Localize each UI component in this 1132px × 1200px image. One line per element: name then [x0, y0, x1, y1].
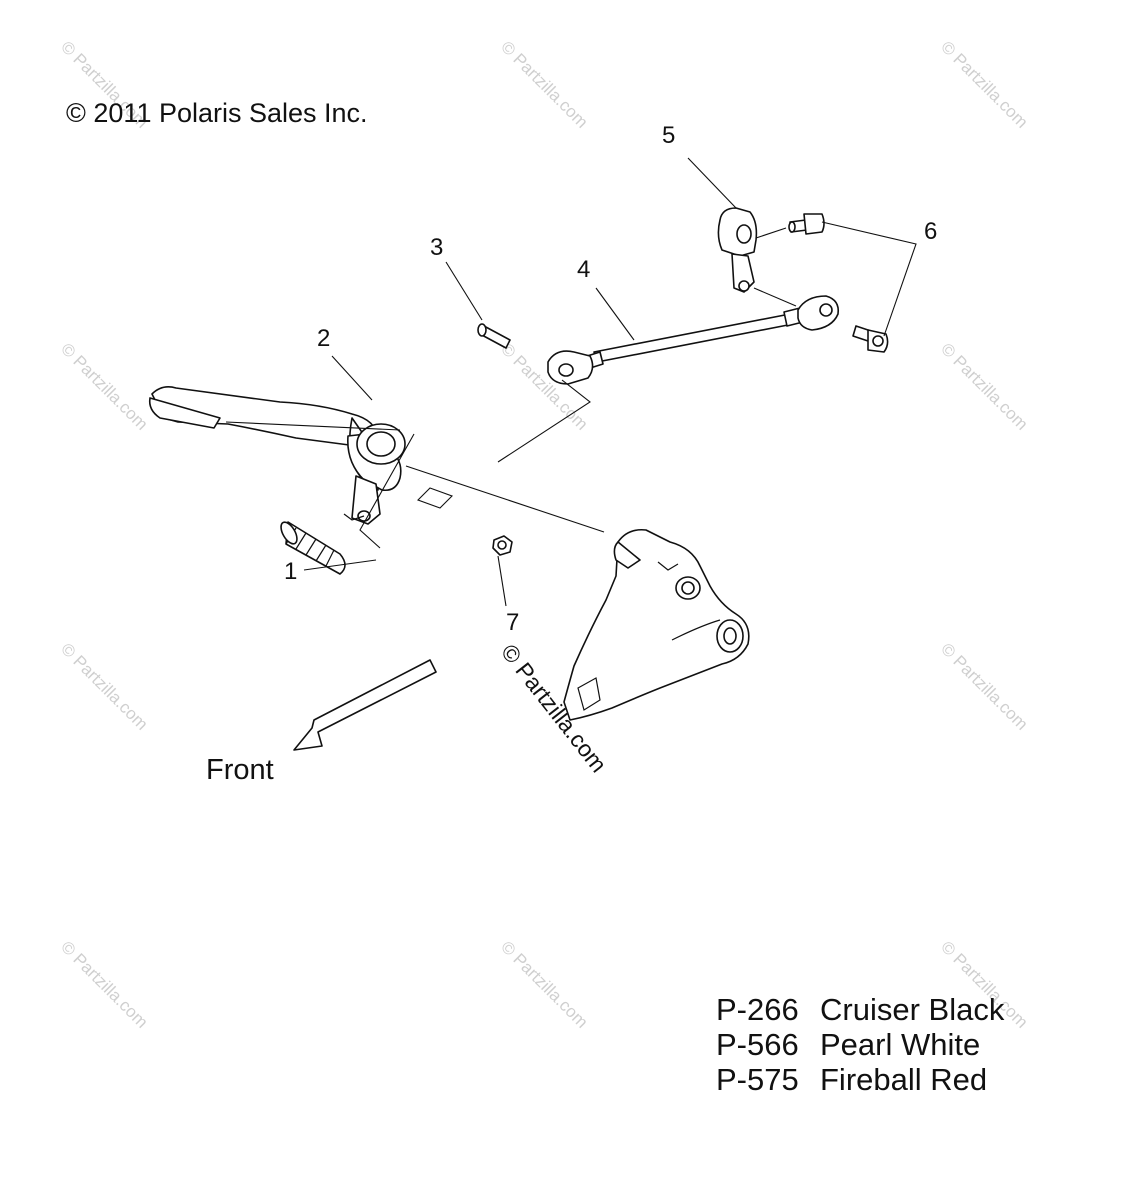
pin — [477, 323, 511, 349]
color-code: P-575 — [716, 1062, 799, 1097]
mounting-bracket — [563, 528, 750, 721]
callout-4: 4 — [577, 256, 590, 283]
color-code-row: P-566 Pearl White — [716, 1027, 1004, 1062]
callout-leaders — [303, 157, 737, 607]
watermark: © Partzilla.com — [57, 639, 151, 733]
color-name: Pearl White — [820, 1027, 981, 1062]
watermark: © Partzilla.com — [57, 937, 151, 1031]
shift-arm — [717, 207, 758, 293]
watermark: © Partzilla.com — [497, 937, 591, 1031]
callout-1: 1 — [284, 558, 297, 585]
callout-2: 2 — [317, 325, 330, 352]
color-name: Cruiser Black — [820, 992, 1005, 1027]
front-arrow-icon — [293, 659, 437, 751]
assembly-lines — [225, 221, 917, 549]
bolt — [852, 325, 889, 353]
bolt — [788, 213, 825, 235]
color-code: P-266 — [716, 992, 799, 1027]
watermark: © Partzilla.com — [937, 339, 1031, 433]
nut — [492, 535, 513, 556]
watermark-layer: © Partzilla.com © Partzilla.com © Partzi… — [57, 37, 1031, 1031]
callout-3: 3 — [430, 234, 443, 261]
shift-linkage-rod — [547, 295, 840, 385]
color-code-row: P-575 Fireball Red — [716, 1062, 1004, 1097]
color-code-table: P-266 Cruiser Black P-566 Pearl White P-… — [716, 992, 1004, 1097]
callout-5: 5 — [662, 122, 675, 149]
color-name: Fireball Red — [820, 1062, 988, 1097]
color-code: P-566 — [716, 1027, 799, 1062]
callout-7: 7 — [506, 609, 519, 636]
color-code-row: P-266 Cruiser Black — [716, 992, 1004, 1027]
watermark: © Partzilla.com — [57, 339, 151, 433]
copyright-notice: © 2011 Polaris Sales Inc. — [66, 98, 368, 128]
callout-6: 6 — [924, 218, 937, 245]
watermark: © Partzilla.com — [937, 37, 1031, 131]
watermark: © Partzilla.com — [937, 639, 1031, 733]
shift-lever — [148, 386, 406, 525]
watermark: © Partzilla.com — [497, 37, 591, 131]
footpeg — [280, 521, 346, 575]
front-label: Front — [206, 754, 274, 786]
